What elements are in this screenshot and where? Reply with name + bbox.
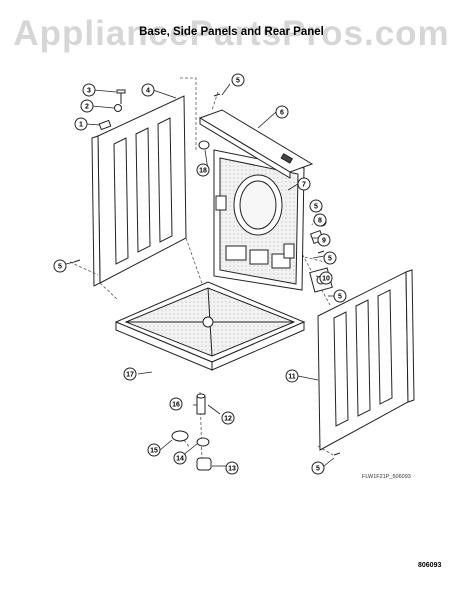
callout-17[interactable]: 17 bbox=[126, 372, 134, 379]
callout-bubbles bbox=[53, 73, 347, 475]
callout-3[interactable]: 3 bbox=[87, 88, 91, 95]
callout-12[interactable]: 12 bbox=[224, 416, 232, 423]
callout-18[interactable]: 18 bbox=[199, 168, 207, 175]
callout-8[interactable]: 8 bbox=[318, 218, 322, 225]
callout-4[interactable]: 4 bbox=[146, 88, 150, 95]
figure-code: FLW1F21P_506093 bbox=[362, 474, 411, 480]
callout-5-left[interactable]: 5 bbox=[58, 264, 62, 271]
callout-9[interactable]: 9 bbox=[322, 238, 326, 245]
top-rear-brace bbox=[198, 109, 314, 179]
left-side-panel bbox=[91, 95, 187, 287]
base-frame bbox=[114, 281, 306, 371]
callout-5-rear-lower[interactable]: 5 bbox=[338, 294, 342, 301]
callout-10[interactable]: 10 bbox=[322, 276, 330, 283]
callout-14[interactable]: 14 bbox=[176, 456, 184, 463]
callout-5-top[interactable]: 5 bbox=[236, 78, 240, 85]
callout-5-rear-mid[interactable]: 5 bbox=[328, 256, 332, 263]
right-side-panel bbox=[317, 269, 415, 451]
callout-2[interactable]: 2 bbox=[85, 104, 89, 111]
rear-panel bbox=[213, 149, 305, 291]
callout-13[interactable]: 13 bbox=[228, 466, 236, 473]
diagram-title: Base, Side Panels and Rear Panel bbox=[139, 26, 324, 38]
callout-5-bottom[interactable]: 5 bbox=[316, 466, 320, 473]
callout-7[interactable]: 7 bbox=[302, 182, 306, 189]
callout-11[interactable]: 11 bbox=[288, 374, 296, 381]
callout-6[interactable]: 6 bbox=[280, 110, 284, 117]
callout-1[interactable]: 1 bbox=[79, 122, 83, 129]
callout-leaders bbox=[65, 83, 336, 467]
callout-16[interactable]: 16 bbox=[172, 402, 180, 409]
page-code: 806093 bbox=[418, 562, 442, 569]
callout-5-rear-upper[interactable]: 5 bbox=[314, 204, 318, 211]
callout-15[interactable]: 15 bbox=[150, 448, 158, 455]
watermark-text: AppliancePartsPros.com bbox=[13, 14, 450, 53]
